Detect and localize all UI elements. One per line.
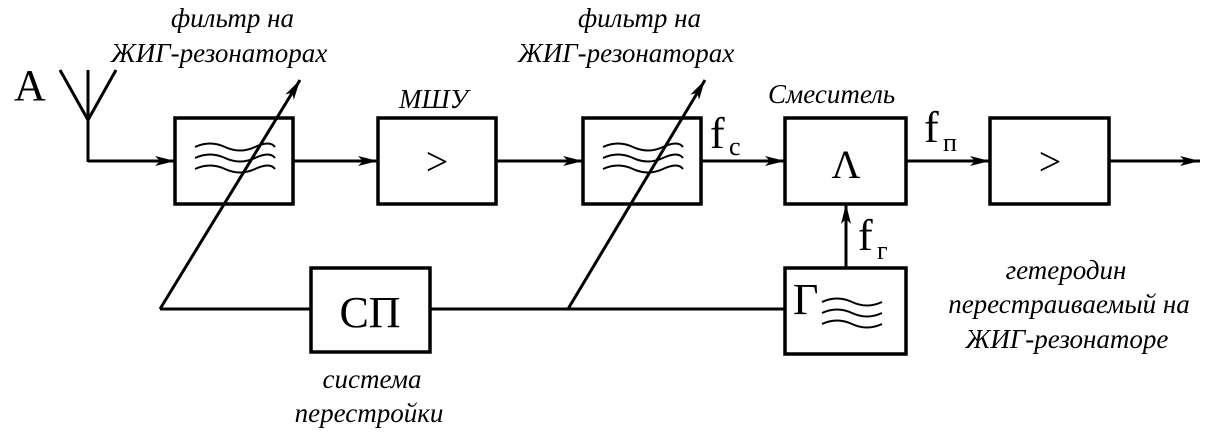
antenna-icon	[58, 69, 118, 162]
filter2-caption-line1: фильтр на	[578, 3, 701, 33]
lna-caption: МШУ	[398, 84, 471, 114]
lna-block: >	[376, 116, 498, 206]
wave-icon	[821, 297, 883, 329]
yig-filter-1-block	[173, 116, 295, 206]
fp-label: f п	[924, 103, 957, 157]
wave-icon	[194, 142, 276, 174]
oscillator-caption-line2: перестраиваемый на	[948, 289, 1190, 319]
tuning-arrow-1	[158, 79, 302, 310]
amplifier-icon: >	[1039, 139, 1062, 184]
sp-label: СП	[339, 288, 400, 337]
amplifier-icon: >	[426, 139, 449, 184]
oscillator-label: Г	[793, 275, 818, 324]
fp-sub: п	[943, 128, 957, 157]
filter1-caption-line1: фильтр на	[171, 3, 294, 33]
fc-sub: с	[729, 132, 741, 161]
mixer-icon: Λ	[831, 142, 860, 187]
fp-main: f	[924, 103, 939, 152]
yig-filter-2-block	[581, 116, 703, 206]
fc-main: f	[710, 109, 725, 158]
filter2-caption-line2: ЖИГ-резонаторах	[517, 38, 734, 68]
tuning-arrow-2	[566, 79, 707, 310]
tuning-system-block: СП	[309, 266, 432, 354]
oscillator-block: Г	[783, 266, 908, 356]
fg-sub: г	[877, 236, 888, 265]
fc-label: f с	[710, 109, 741, 161]
mixer-caption: Смеситель	[768, 79, 895, 109]
oscillator-caption-line1: гетеродин	[1006, 255, 1127, 285]
oscillator-caption-line3: ЖИГ-резонаторе	[965, 324, 1169, 354]
filter1-caption-line2: ЖИГ-резонаторах	[110, 38, 327, 68]
fg-label: f г	[858, 211, 888, 265]
output-amplifier-block: >	[988, 116, 1111, 206]
antenna-label: А	[14, 61, 46, 110]
sp-caption-line2: перестройки	[295, 398, 444, 428]
fg-main: f	[858, 211, 873, 260]
mixer-block: Λ	[783, 116, 908, 206]
sp-caption-line1: система	[322, 364, 421, 394]
